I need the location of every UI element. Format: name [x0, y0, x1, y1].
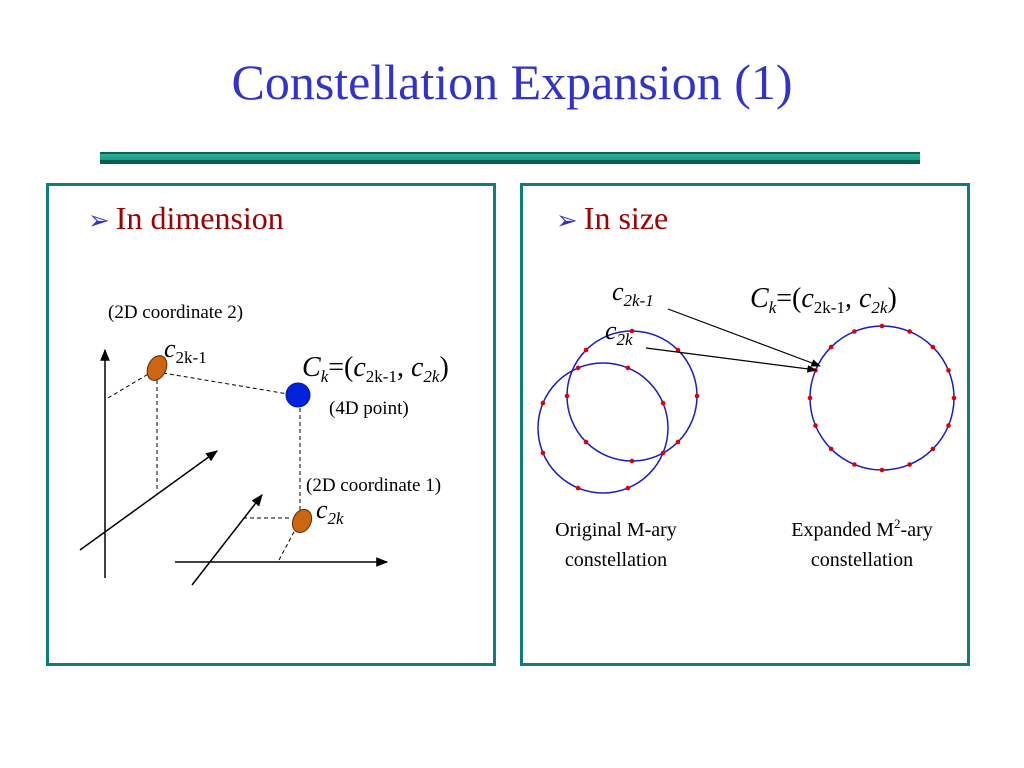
ck-equation-left: Ck=(c2k-1, c2k) — [302, 352, 449, 386]
point-4d — [285, 382, 311, 408]
constellation-point — [564, 393, 570, 399]
label-c-2k-minus-1: c2k-1 — [164, 334, 207, 367]
constellation-point — [946, 368, 951, 373]
axis-diagonal — [79, 450, 218, 551]
constellation-point — [540, 400, 546, 406]
constellation-point — [907, 329, 912, 334]
guide-line — [278, 529, 296, 561]
constellation-point — [828, 446, 834, 452]
bullet-arrow-icon: ➢ — [88, 206, 110, 235]
constellation-point — [583, 439, 589, 445]
constellation-point — [675, 347, 681, 353]
in-size-panel — [520, 183, 970, 666]
mapping-arrow-2 — [645, 347, 817, 373]
slide-title: Constellation Expansion (1) — [231, 54, 793, 110]
original-constellation-circle-2 — [537, 362, 669, 494]
constellation-point — [625, 485, 631, 491]
constellation-point — [828, 344, 834, 350]
bullet-in-size-label: In size — [583, 200, 669, 236]
constellation-point — [813, 423, 818, 428]
expanded-caption-line-1: Expanded M2-ary — [791, 516, 932, 541]
constellation-point — [575, 485, 581, 491]
label-c-2k-minus-1-right: c2k-1 — [612, 277, 654, 310]
bullet-arrow-icon: ➢ — [556, 206, 578, 235]
bullet-in-dimension-label: In dimension — [115, 200, 284, 236]
constellation-point — [660, 450, 666, 456]
constellation-point — [930, 446, 936, 452]
constellation-point — [575, 365, 581, 371]
constellation-point — [675, 439, 681, 445]
coordinate-2-label: (2D coordinate 2) — [108, 302, 243, 323]
point-c-2k-minus-1 — [146, 355, 168, 381]
title-divider — [100, 152, 920, 164]
constellation-point — [660, 400, 666, 406]
original-constellation-points — [540, 328, 700, 491]
bullet-in-dimension: ➢In dimension — [88, 198, 284, 241]
original-caption-line-2: constellation — [565, 549, 667, 571]
constellation-point — [879, 323, 885, 329]
expanded-caption-line-2: constellation — [811, 549, 913, 571]
constellation-point — [694, 393, 700, 399]
coordinate-1-label: (2D coordinate 1) — [306, 475, 441, 496]
constellation-point — [946, 423, 951, 428]
guide-line — [162, 372, 289, 395]
constellation-point — [807, 395, 813, 401]
constellation-point — [583, 347, 589, 353]
constellation-point — [852, 329, 857, 334]
constellation-point — [540, 450, 546, 456]
bullet-in-size: ➢In size — [556, 198, 668, 241]
constellation-point — [907, 462, 912, 467]
constellation-point — [625, 365, 631, 371]
constellation-point — [852, 462, 857, 467]
ck-equation-right: Ck=(c2k-1, c2k) — [750, 283, 897, 317]
constellation-point — [930, 344, 936, 350]
constellation-point — [951, 395, 957, 401]
point-4d-label: (4D point) — [329, 398, 409, 419]
axis-diagonal — [191, 494, 263, 586]
point-c-2k — [291, 508, 313, 534]
expanded-constellation-points — [807, 323, 957, 473]
in-dimension-panel — [46, 183, 496, 666]
constellation-point — [629, 458, 635, 464]
mapping-arrow-1 — [667, 308, 821, 367]
label-c-2k-right: c2k — [605, 316, 633, 349]
original-caption-line-1: Original M-ary — [555, 519, 677, 541]
constellation-point — [879, 467, 885, 473]
constellation-point — [629, 328, 635, 334]
label-c-2k: c2k — [316, 495, 344, 528]
